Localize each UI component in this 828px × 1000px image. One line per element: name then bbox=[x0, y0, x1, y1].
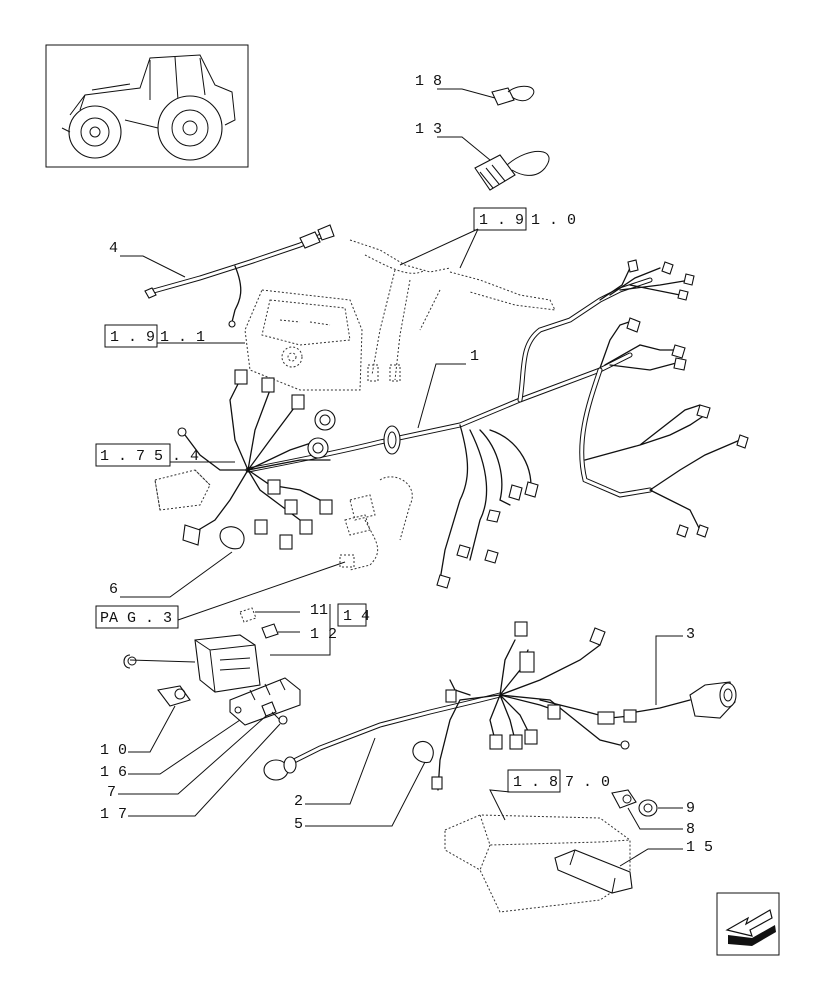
stalk-switches bbox=[349, 239, 556, 382]
connector-part-13: 1 3 bbox=[415, 121, 550, 191]
svg-text:1 . 0: 1 . 0 bbox=[531, 212, 576, 229]
reference-1-75-4: 1 . 7 5 . 4 bbox=[95, 443, 235, 511]
callout-16: 1 6 bbox=[100, 764, 127, 781]
left-connector-cluster bbox=[177, 369, 336, 550]
callout-6: 6 bbox=[109, 581, 118, 598]
callout-7: 7 bbox=[107, 784, 116, 801]
next-page-arrow-icon[interactable] bbox=[716, 892, 780, 956]
callout-14: 1 4 bbox=[343, 608, 370, 625]
callout-17: 1 7 bbox=[100, 806, 127, 823]
connector-part-18: 1 8 bbox=[415, 73, 535, 106]
callout-11: 11 bbox=[310, 602, 328, 619]
callout-4: 4 bbox=[109, 240, 118, 257]
bracket-part-15: 1 5 bbox=[554, 839, 713, 894]
svg-text:1 . 7 5: 1 . 7 5 bbox=[100, 448, 163, 465]
reference-1-87-0: 1 . 8 7 . 0 bbox=[444, 769, 631, 913]
dotted-relays bbox=[339, 476, 413, 571]
svg-text:1 . 1: 1 . 1 bbox=[160, 329, 205, 346]
svg-text:1 . 9: 1 . 9 bbox=[110, 329, 155, 346]
callout-5: 5 bbox=[294, 816, 303, 833]
callout-3: 3 bbox=[686, 626, 695, 643]
svg-text:7 . 0: 7 . 0 bbox=[565, 774, 610, 791]
clip-part-6: 6 bbox=[109, 526, 245, 598]
callout-13: 1 3 bbox=[415, 121, 442, 138]
tractor-thumbnail bbox=[45, 44, 249, 168]
instrument-panel: 1 . 9 1 . 1 bbox=[104, 289, 363, 391]
callout-12: 1 2 bbox=[310, 626, 337, 643]
callout-10: 1 0 bbox=[100, 742, 127, 759]
svg-text:1 . 9: 1 . 9 bbox=[479, 212, 524, 229]
harness-part-2: 2 bbox=[263, 621, 637, 810]
callout-1: 1 bbox=[470, 348, 479, 365]
reference-1-91-0: 1 . 9 1 . 0 bbox=[399, 207, 576, 269]
svg-text:. 4: . 4 bbox=[172, 448, 199, 465]
clip-part-5: 5 bbox=[294, 740, 434, 833]
callout-18: 1 8 bbox=[415, 73, 442, 90]
screw-parts-7-17: 7 1 7 bbox=[100, 701, 288, 823]
socket-part-3: 3 bbox=[635, 626, 737, 719]
fuse-box-assembly: 11 1 2 1 4 bbox=[123, 602, 370, 693]
svg-text:PA G . 3: PA G . 3 bbox=[100, 610, 172, 627]
callout-2: 2 bbox=[294, 793, 303, 810]
harness-part-4: 4 bbox=[109, 224, 335, 328]
bracket-part-16: 1 6 bbox=[100, 677, 301, 781]
reference-pag-3: PA G . 3 bbox=[95, 561, 346, 629]
svg-text:1 . 8: 1 . 8 bbox=[513, 774, 558, 791]
callout-15: 1 5 bbox=[686, 839, 713, 856]
grommet-parts-8-9: 9 8 bbox=[611, 789, 695, 838]
callout-8: 8 bbox=[686, 821, 695, 838]
clamp-part-10: 1 0 bbox=[100, 685, 191, 759]
callout-9: 9 bbox=[686, 800, 695, 817]
